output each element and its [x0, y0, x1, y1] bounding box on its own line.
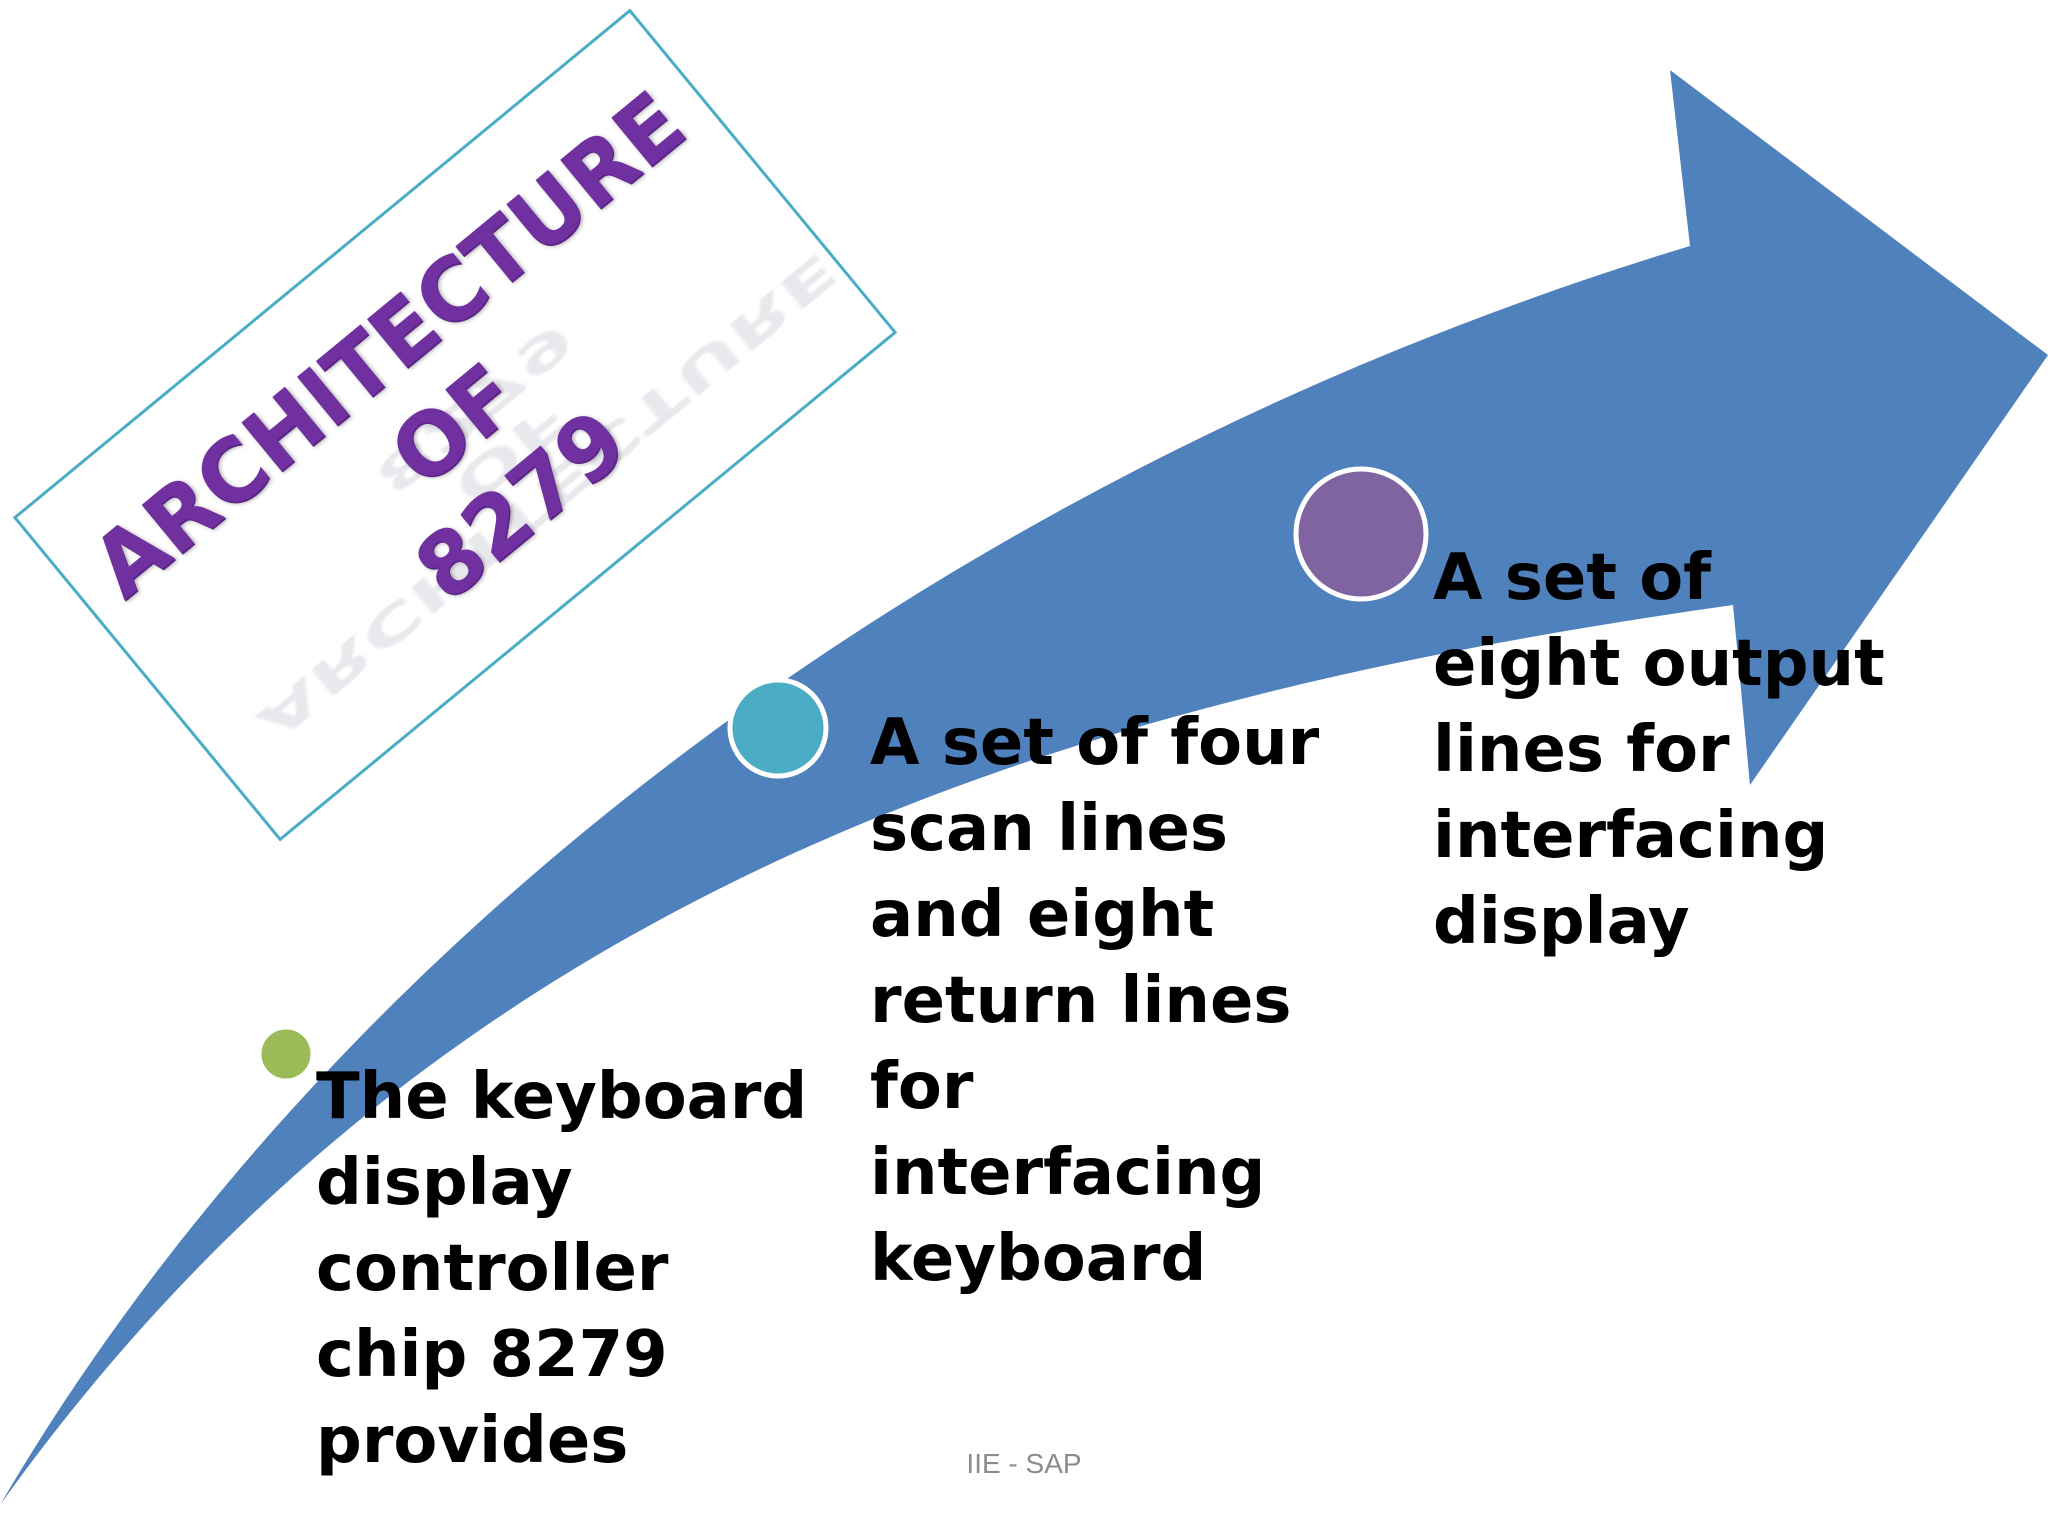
- step-2-text: A set of four scan lines and eight retur…: [870, 706, 1320, 1296]
- curved-arrow-shape: [0, 70, 2048, 1505]
- step-1-dot: [256, 1024, 316, 1084]
- step-2-dot: [727, 677, 829, 779]
- step-3-dot: [1293, 466, 1429, 602]
- step-1-text: The keyboard display controller chip 827…: [316, 1060, 808, 1478]
- step-3-text: A set of eight output lines for interfac…: [1433, 541, 1885, 959]
- slide-footer: IIE - SAP: [966, 1448, 1082, 1479]
